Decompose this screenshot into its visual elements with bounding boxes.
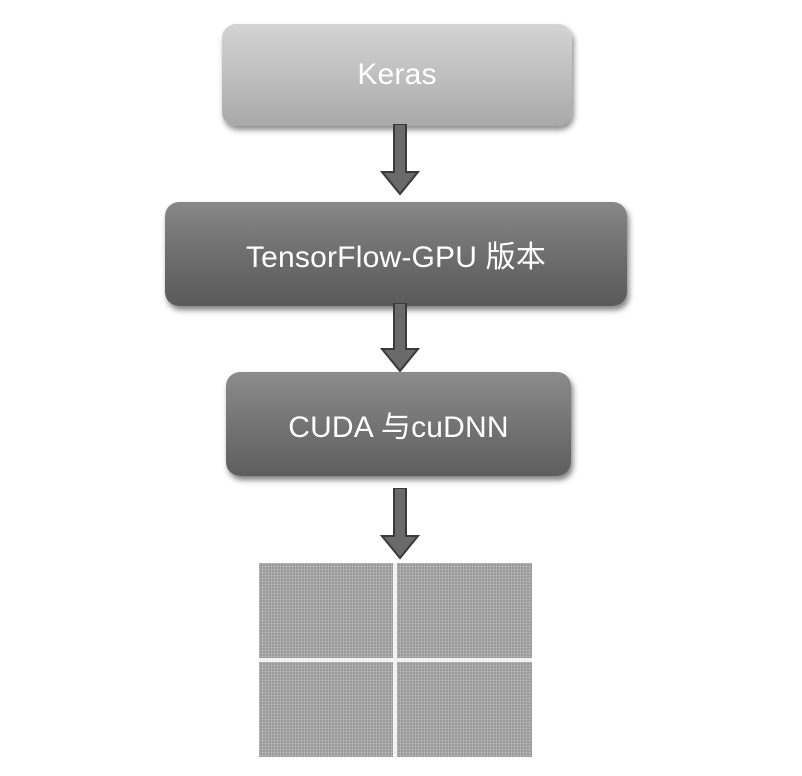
gpu-grid-icon [259,563,532,757]
down-arrow-icon [380,124,420,196]
keras-layer-label: Keras [357,58,437,91]
tensorflow-gpu-layer-label: TensorFlow-GPU 版本 [245,241,547,274]
tensorflow-gpu-layer-box: TensorFlow-GPU 版本 [165,202,627,306]
down-arrow-icon [380,303,420,373]
cuda-cudnn-layer-box: CUDA 与cuDNN [226,372,571,476]
keras-layer-box: Keras [222,24,572,126]
cuda-cudnn-layer-label: CUDA 与cuDNN [288,411,509,444]
down-arrow-icon [380,488,420,560]
